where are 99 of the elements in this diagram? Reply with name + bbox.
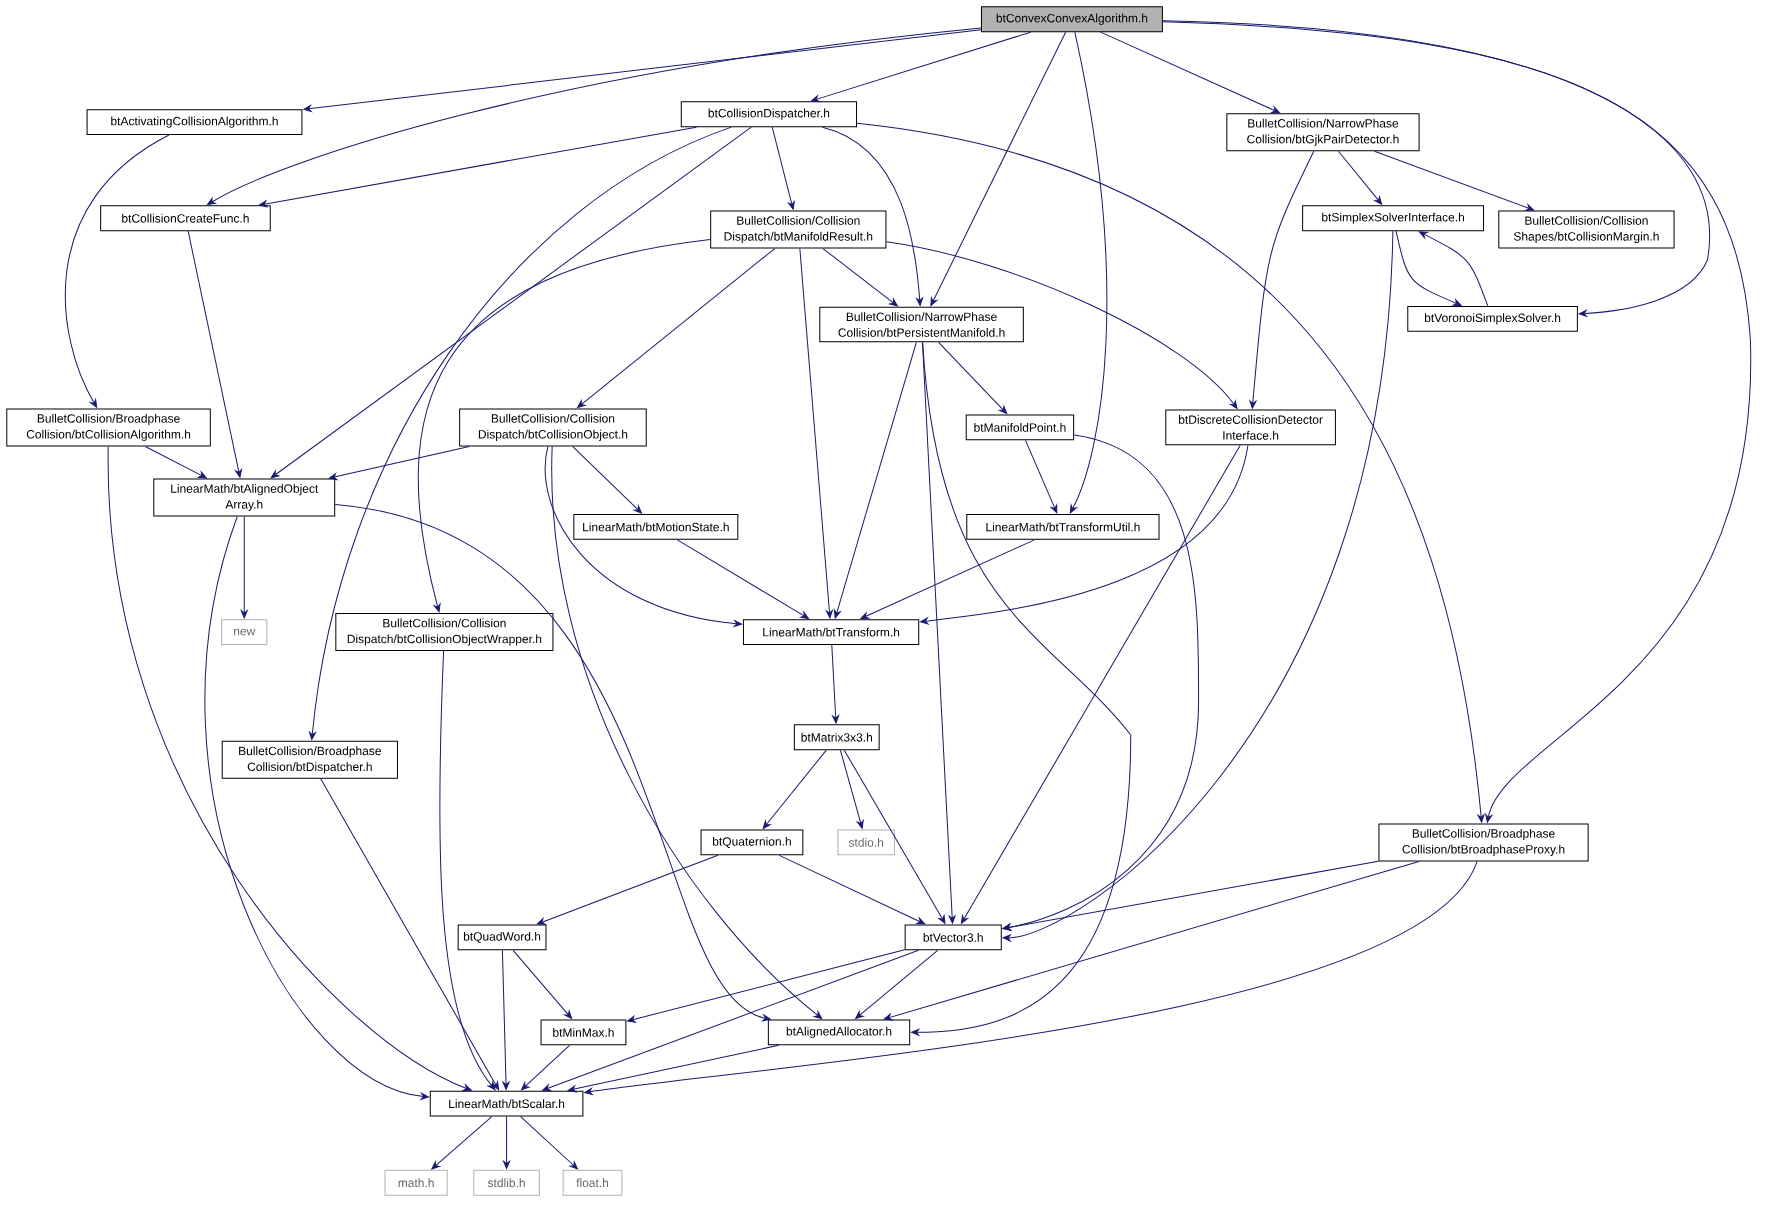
- arrow: [885, 241, 1238, 410]
- arrow: [439, 650, 496, 1091]
- arrow: [542, 950, 919, 1092]
- arrow: [938, 342, 1008, 415]
- arrow: [64, 134, 170, 408]
- arrow: [1338, 151, 1383, 205]
- arrow: [771, 126, 795, 210]
- arrow: [584, 861, 1478, 1096]
- arrow: [1395, 230, 1462, 307]
- arrow: [551, 446, 823, 1020]
- arrow: [204, 516, 429, 1101]
- arrow: [521, 1045, 570, 1091]
- arrow: [860, 539, 1035, 620]
- file-box: BulletCollision/Collision Dispatch/btManifoldResult.h: [710, 210, 887, 249]
- arrow: [1002, 434, 1200, 931]
- arrow: [503, 1116, 511, 1170]
- file-box: BulletCollision/Collision Shapes/btCollisionMargin.h: [1498, 210, 1675, 249]
- arrow: [577, 248, 776, 409]
- arrow: [1418, 231, 1489, 307]
- system-header-box: float.h: [562, 1170, 623, 1196]
- arrow: [627, 949, 906, 1023]
- arrow: [1002, 860, 1379, 931]
- file-box: BulletCollision/NarrowPhase Collision/btPersistentManifold.h: [819, 306, 1024, 343]
- file-box: btConvexConvexAlgorithm.h: [981, 6, 1163, 33]
- file-box: LinearMath/btScalar.h: [429, 1090, 584, 1117]
- arrow: [833, 342, 917, 619]
- file-box: BulletCollision/Collision Dispatch/btCollisionObject.h: [459, 408, 647, 447]
- file-box: BulletCollision/NarrowPhase Collision/btGjkPairDetector.h: [1226, 113, 1420, 152]
- arrow: [960, 444, 1241, 924]
- arrow: [501, 950, 510, 1091]
- arrow: [1162, 20, 1710, 318]
- file-box: btSimplexSolverInterface.h: [1302, 205, 1485, 232]
- arrow: [1249, 151, 1315, 409]
- system-header-box: new: [221, 619, 268, 646]
- file-box: btAlignedAllocator.h: [767, 1019, 911, 1046]
- arrow: [431, 1116, 493, 1170]
- arrow: [843, 749, 946, 924]
- arrow: [676, 539, 809, 620]
- arrow: [240, 516, 248, 619]
- file-box: btMatrix3x3.h: [793, 724, 880, 751]
- arrow: [567, 1045, 780, 1093]
- arrow: [920, 444, 1249, 625]
- arrow: [536, 855, 719, 925]
- arrow: [855, 950, 939, 1020]
- file-box: btActivatingCollisionAlgorithm.h: [86, 109, 303, 136]
- arrow: [810, 31, 1032, 103]
- file-box: BulletCollision/Collision Dispatch/btCollisionObjectWrapper.h: [335, 613, 554, 652]
- arrow: [799, 248, 833, 619]
- arrow: [1025, 440, 1058, 514]
- file-box: BulletCollision/Broadphase Collision/btDispatcher.h: [221, 741, 398, 780]
- arrow: [417, 239, 711, 613]
- file-box: LinearMath/btTransform.h: [742, 619, 920, 646]
- arrow: [831, 644, 840, 724]
- arrow: [762, 749, 827, 830]
- arrow: [1373, 151, 1535, 212]
- arrow: [856, 123, 1485, 823]
- file-box: btCollisionDispatcher.h: [680, 101, 858, 128]
- arrow: [822, 248, 898, 307]
- file-box: BulletCollision/Broadphase Collision/btCollisionAlgorithm.h: [6, 408, 211, 447]
- file-box: btCollisionCreateFunc.h: [100, 205, 271, 232]
- file-box: btVector3.h: [904, 924, 1002, 951]
- arrow: [778, 855, 926, 925]
- system-header-box: stdio.h: [837, 829, 895, 856]
- file-box: LinearMath/btMotionState.h: [573, 514, 739, 541]
- arrow: [1162, 21, 1751, 823]
- system-header-box: stdlib.h: [473, 1170, 540, 1196]
- arrow: [144, 446, 207, 479]
- file-box: btQuaternion.h: [700, 829, 804, 856]
- arrow: [207, 27, 982, 206]
- arrow: [1002, 230, 1394, 942]
- system-header-box: math.h: [384, 1170, 448, 1196]
- arrow: [334, 504, 771, 1022]
- arrow: [328, 446, 470, 481]
- arrow: [258, 126, 697, 208]
- arrow: [839, 749, 864, 829]
- arrow: [911, 342, 1132, 1037]
- file-box: btQuadWord.h: [457, 924, 547, 951]
- arrow: [930, 31, 1067, 307]
- arrow: [1100, 31, 1281, 114]
- arrow: [270, 126, 752, 479]
- file-box: LinearMath/btAlignedObject Array.h: [153, 478, 336, 517]
- arrow: [1069, 31, 1108, 514]
- file-box: LinearMath/btTransformUtil.h: [966, 514, 1160, 541]
- arrow: [187, 230, 242, 478]
- arrow: [520, 1116, 578, 1170]
- arrow: [303, 29, 982, 113]
- arrow: [512, 950, 573, 1020]
- file-box: btMinMax.h: [540, 1019, 627, 1046]
- arrow: [308, 126, 732, 741]
- arrow: [883, 861, 1420, 1021]
- file-box: btDiscreteCollisionDetector Interface.h: [1165, 409, 1336, 446]
- arrow: [544, 446, 743, 628]
- arrow: [107, 446, 472, 1092]
- file-box: btManifoldPoint.h: [965, 414, 1075, 441]
- arrow: [320, 778, 500, 1091]
- file-box: BulletCollision/Broadphase Collision/btBroadphaseProxy.h: [1378, 823, 1589, 862]
- arrow: [821, 126, 924, 307]
- arrow: [572, 446, 643, 514]
- file-box: btVoronoiSimplexSolver.h: [1407, 306, 1578, 332]
